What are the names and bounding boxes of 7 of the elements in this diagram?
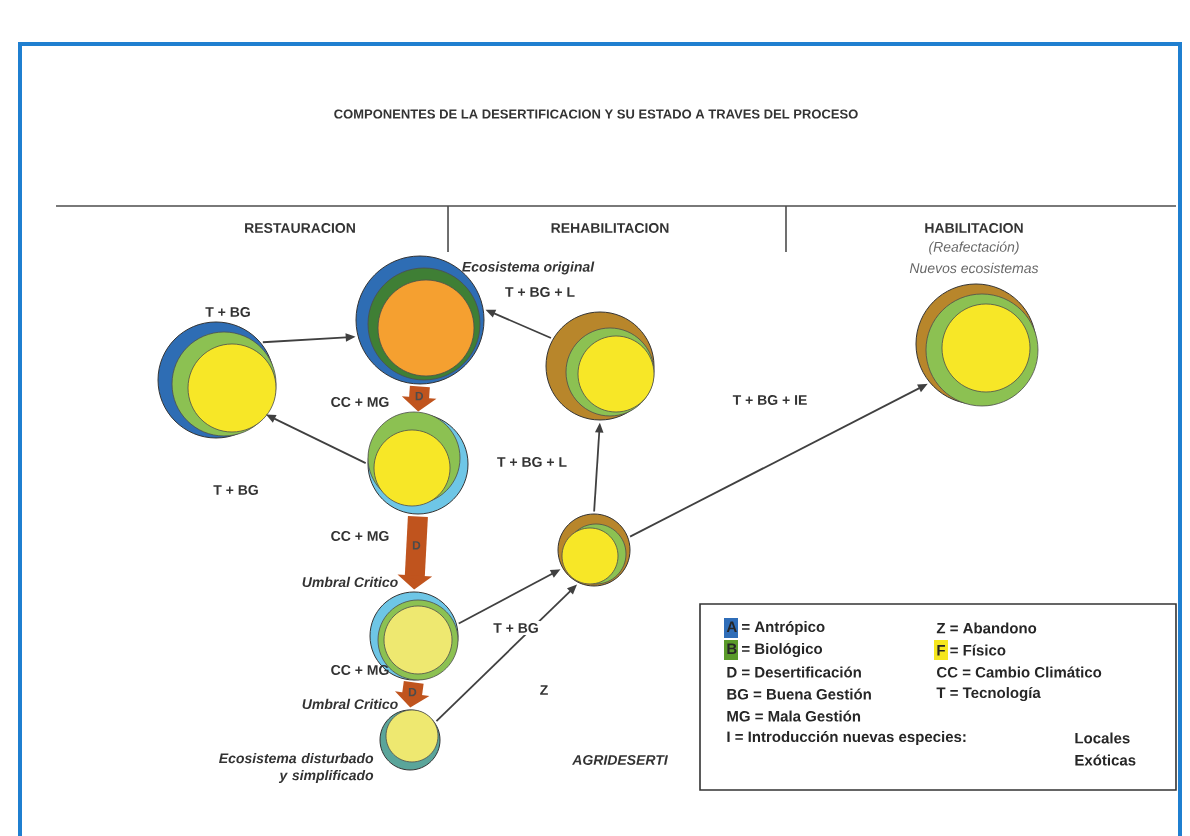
ecosystem-circle	[545, 311, 655, 421]
ecosystem-circle	[915, 283, 1039, 407]
ecosystem-circle	[557, 513, 631, 587]
ecosystem-circle	[379, 709, 441, 771]
ecosystem-circle	[367, 411, 469, 515]
ecosystem-circle	[369, 591, 459, 681]
ecosystem-circle	[157, 321, 277, 439]
